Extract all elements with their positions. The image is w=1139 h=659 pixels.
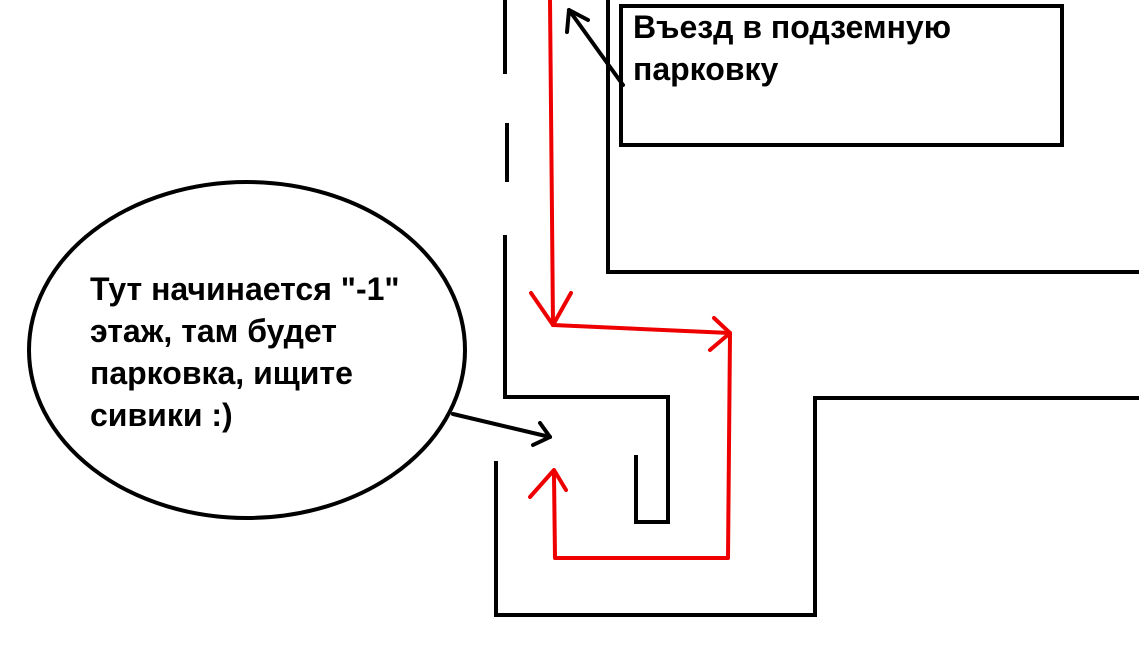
bubble-text-line: парковка, ищите bbox=[90, 355, 353, 391]
route-line-down bbox=[548, 0, 555, 327]
entrance-label-line: парковку bbox=[633, 51, 779, 87]
inner-right-wall bbox=[606, 0, 1139, 274]
route-line-right bbox=[551, 323, 732, 335]
entrance-label: Въезд в подземную парковку bbox=[633, 6, 951, 90]
left-wall-lower bbox=[503, 235, 670, 524]
road-walls bbox=[494, 0, 1139, 617]
speech-bubble bbox=[27, 180, 467, 520]
bubble-text-line: сивики :) bbox=[90, 397, 233, 433]
outer-bottom-wall bbox=[494, 396, 1139, 617]
bubble-pointer-arrow bbox=[451, 412, 552, 447]
bubble-text-line: Тут начинается "-1" bbox=[90, 271, 400, 307]
entrance-label-line: Въезд в подземную bbox=[633, 9, 952, 45]
route-line-loop bbox=[552, 331, 732, 560]
route-arrowhead-up bbox=[528, 468, 568, 499]
bubble-text: Тут начинается "-1" этаж, там будет парк… bbox=[90, 268, 400, 436]
bubble-text-line: этаж, там будет bbox=[90, 313, 337, 349]
entrance-box bbox=[619, 4, 1064, 147]
route-path bbox=[528, 0, 732, 560]
entrance-pointer-arrow bbox=[565, 8, 625, 87]
